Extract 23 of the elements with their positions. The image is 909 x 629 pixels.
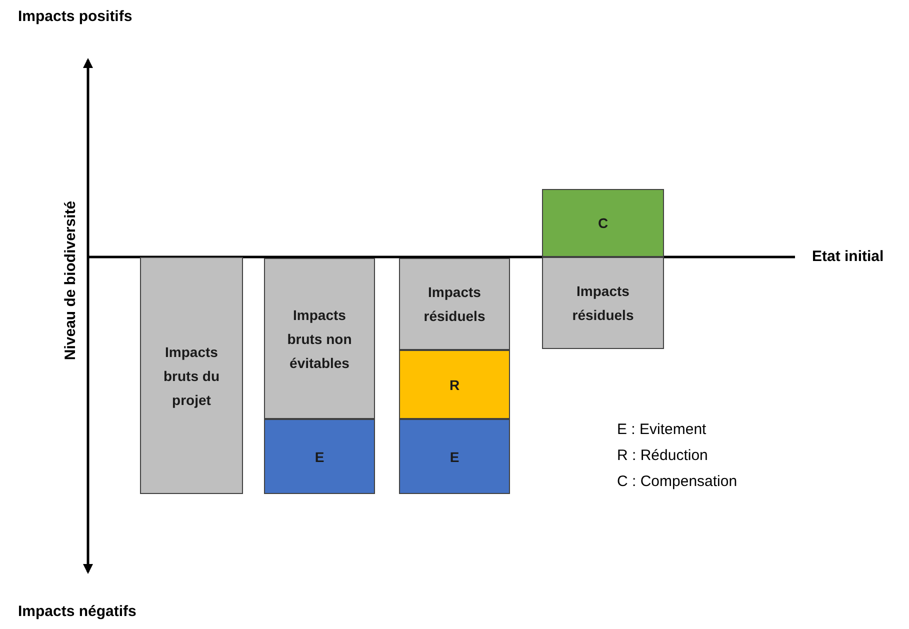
baseline-label: Etat initial bbox=[812, 248, 884, 265]
legend-text: R : Réduction bbox=[617, 447, 708, 464]
bar-label: Impacts résiduels bbox=[571, 282, 635, 325]
bar-segment bbox=[542, 189, 664, 257]
bar-segment bbox=[399, 350, 510, 419]
axis-title: Impacts négatifs bbox=[18, 603, 136, 620]
bar-label: Impacts résiduels bbox=[422, 283, 486, 326]
legend-text: E : Evitement bbox=[617, 421, 706, 438]
bar-segment bbox=[399, 419, 510, 494]
axis-title: Impacts positifs bbox=[18, 8, 132, 25]
bar-segment bbox=[542, 257, 664, 349]
axis-title: Niveau de biodiversité bbox=[62, 200, 79, 360]
bar-segment bbox=[264, 258, 375, 419]
bar-label: C bbox=[598, 214, 608, 233]
bar-segment bbox=[399, 258, 510, 350]
bar-segment bbox=[140, 257, 243, 494]
bar-label: E bbox=[314, 448, 324, 466]
bar-label: Impacts bruts du projet bbox=[162, 342, 220, 410]
bar-label: Impacts bruts non évitables bbox=[286, 306, 353, 372]
bar-label: E bbox=[450, 448, 460, 466]
legend-text: C : Compensation bbox=[617, 473, 738, 490]
bar-label: R bbox=[449, 376, 460, 394]
bar-segment bbox=[264, 419, 375, 494]
